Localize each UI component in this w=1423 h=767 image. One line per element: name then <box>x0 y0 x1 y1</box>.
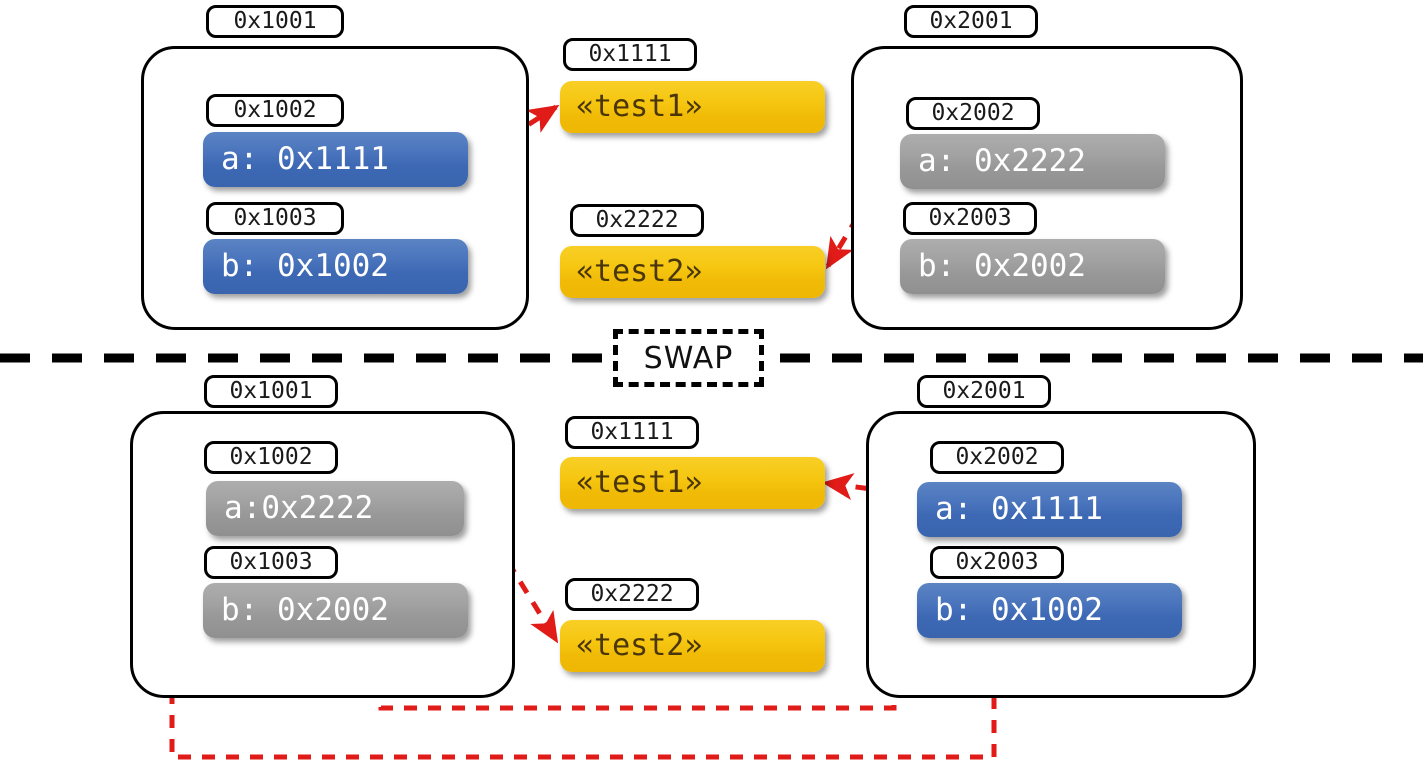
swap-label-badge: SWAP <box>613 329 764 387</box>
before-left-frame-address: 0x1001 <box>206 5 344 38</box>
before-right-frame-address: 0x2001 <box>904 5 1038 38</box>
after-right-slot1-value: b: 0x1002 <box>917 583 1182 638</box>
before-heap0-address: 0x1111 <box>563 38 697 71</box>
after-right-slot0-address: 0x2002 <box>930 441 1064 474</box>
after-right-slot1-address: 0x2003 <box>930 546 1064 579</box>
before-left-slot0-value: a: 0x1111 <box>203 132 468 187</box>
after-left-slot1-address: 0x1003 <box>204 546 338 579</box>
after-right-slot0-value: a: 0x1111 <box>917 482 1182 537</box>
before-right-slot0-address: 0x2002 <box>906 97 1040 130</box>
after-heap0-address: 0x1111 <box>565 416 699 449</box>
after-heap0-value: «test1» <box>560 457 825 509</box>
after-heap1-address: 0x2222 <box>565 578 699 611</box>
after-left-frame-address: 0x1001 <box>204 375 338 408</box>
before-heap1-address: 0x2222 <box>570 204 704 237</box>
before-left-slot1-address: 0x1003 <box>206 202 344 235</box>
before-right-slot1-value: b: 0x2002 <box>900 239 1165 294</box>
before-left-slot0-address: 0x1002 <box>206 94 344 127</box>
after-left-slot0-address: 0x1002 <box>204 441 338 474</box>
before-heap1-value: «test2» <box>560 246 825 298</box>
after-left-slot1-value: b: 0x2002 <box>203 583 468 638</box>
after-heap1-value: «test2» <box>560 620 825 672</box>
before-right-slot0-value: a: 0x2222 <box>900 134 1165 189</box>
before-heap0-value: «test1» <box>560 81 825 133</box>
before-left-slot1-value: b: 0x1002 <box>203 239 468 294</box>
before-right-slot1-address: 0x2003 <box>903 202 1037 235</box>
after-right-frame-address: 0x2001 <box>917 375 1051 408</box>
after-left-slot0-value: a:0x2222 <box>206 481 464 536</box>
